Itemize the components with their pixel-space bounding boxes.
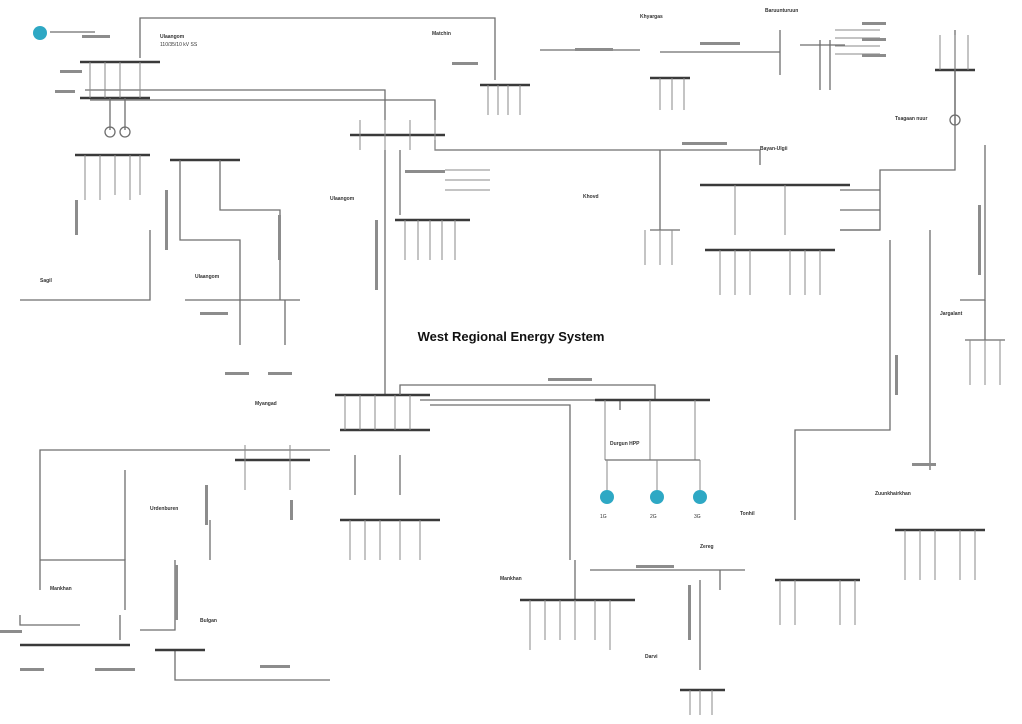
svg-text:Durgun HPP: Durgun HPP bbox=[610, 441, 640, 447]
svg-text:Ulaangom: Ulaangom bbox=[330, 196, 355, 202]
svg-text:Sagil: Sagil bbox=[40, 278, 53, 284]
substation-ulaangom bbox=[33, 26, 160, 235]
svg-text:Myangad: Myangad bbox=[255, 401, 277, 407]
svg-text:Zereg: Zereg bbox=[700, 544, 714, 550]
substation-central bbox=[39, 378, 656, 590]
substation-tsagaan-nuur bbox=[935, 35, 981, 275]
diagram-title: West Regional Energy System bbox=[417, 329, 605, 344]
svg-text:Urdenburen: Urdenburen bbox=[150, 506, 178, 512]
svg-text:Bulgan: Bulgan bbox=[200, 618, 217, 624]
svg-text:Ulaangom: Ulaangom bbox=[160, 34, 185, 40]
svg-text:Tonhil: Tonhil bbox=[740, 511, 755, 517]
svg-text:Jargalant: Jargalant bbox=[940, 311, 963, 317]
svg-text:1G: 1G bbox=[600, 514, 607, 520]
svg-text:Mankhan: Mankhan bbox=[50, 586, 72, 592]
svg-text:Khovd: Khovd bbox=[583, 194, 599, 200]
svg-text:Ulaangom: Ulaangom bbox=[195, 274, 220, 280]
svg-text:Mankhan: Mankhan bbox=[500, 576, 522, 582]
substation-khovd bbox=[644, 142, 898, 395]
substation-ulaangom-central bbox=[350, 120, 490, 390]
substation-myangad bbox=[124, 445, 310, 560]
feeder-sagil bbox=[20, 158, 300, 375]
substation-durgun bbox=[595, 398, 710, 504]
svg-text:3G: 3G bbox=[694, 514, 701, 520]
substation-khyargas bbox=[650, 22, 886, 110]
station-labels: Ulaangom 110/35/10 kV SS Matchin Khyarga… bbox=[40, 8, 963, 660]
substation-matchin bbox=[452, 48, 613, 115]
svg-text:Zuunkhairkhan: Zuunkhairkhan bbox=[875, 491, 911, 497]
substation-bottom-left bbox=[0, 559, 330, 681]
svg-text:Bayan-Ulgii: Bayan-Ulgii bbox=[760, 146, 788, 152]
svg-text:2G: 2G bbox=[650, 514, 657, 520]
svg-text:110/35/10 kV SS: 110/35/10 kV SS bbox=[160, 42, 198, 48]
svg-text:Matchin: Matchin bbox=[432, 31, 451, 37]
svg-text:Darvi: Darvi bbox=[645, 654, 658, 660]
substation-bottom-middle bbox=[520, 560, 745, 715]
substation-right bbox=[775, 230, 1005, 625]
svg-text:Baruunturuun: Baruunturuun bbox=[765, 8, 798, 14]
svg-text:Tsagaan nuur: Tsagaan nuur bbox=[895, 116, 927, 122]
svg-text:Khyargas: Khyargas bbox=[640, 14, 663, 20]
